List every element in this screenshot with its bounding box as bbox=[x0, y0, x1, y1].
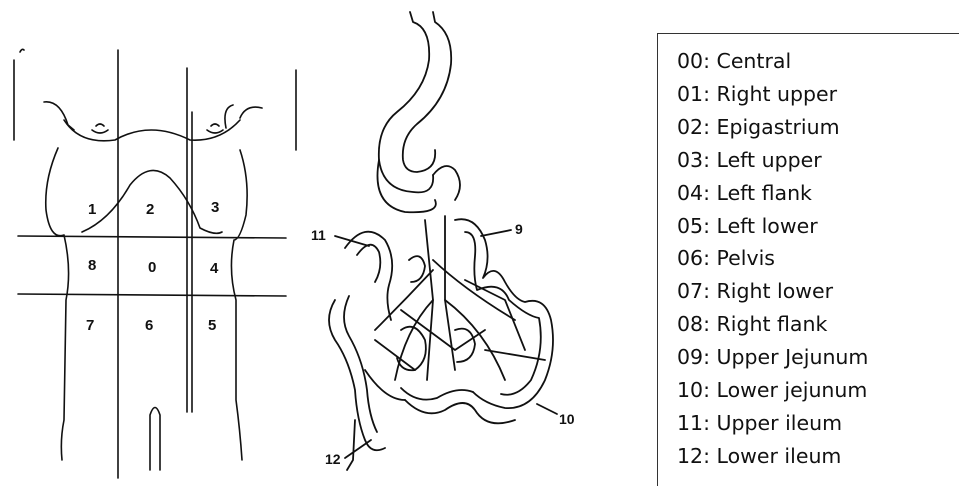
legend-item: 01: Right upper bbox=[677, 81, 838, 106]
legend-item: 08: Right flank bbox=[677, 312, 828, 337]
label-leader-line bbox=[334, 235, 370, 247]
small-intestine-diagram: 11 9 10 12 bbox=[305, 0, 605, 486]
legend-item: 00: Central bbox=[677, 49, 792, 73]
region-label: 1 bbox=[88, 201, 96, 218]
region-legend: 00: Central 01: Right upper 02: Epigastr… bbox=[657, 33, 959, 486]
legend-item: 11: Upper ileum bbox=[677, 410, 843, 435]
abdominal-regions-diagram: 1 2 3 8 0 4 7 6 5 bbox=[0, 0, 300, 486]
legend-list: 00: Central 01: Right upper 02: Epigastr… bbox=[677, 45, 868, 473]
region-label: 4 bbox=[210, 260, 219, 277]
intestine-drawing: 11 9 10 12 bbox=[311, 11, 575, 471]
region-label: 6 bbox=[145, 317, 153, 334]
legend-item: 07: Right lower bbox=[677, 279, 834, 304]
torso-drawing: 1 2 3 8 0 4 7 6 5 bbox=[13, 48, 297, 479]
intestine-label: 11 bbox=[311, 227, 326, 243]
legend-item: 09: Upper Jejunum bbox=[677, 345, 869, 370]
legend-item: 10: Lower jejunum bbox=[677, 378, 868, 403]
intestine-label: 9 bbox=[515, 221, 523, 237]
region-label: 3 bbox=[211, 199, 219, 216]
region-label: 5 bbox=[208, 317, 216, 334]
legend-item: 05: Left lower bbox=[677, 213, 818, 238]
intestine-label: 12 bbox=[325, 451, 341, 467]
region-label: 0 bbox=[148, 259, 156, 276]
legend-item: 04: Left flank bbox=[677, 180, 812, 205]
horizontal-division-line bbox=[17, 293, 287, 297]
legend-item: 12: Lower ileum bbox=[677, 443, 842, 468]
region-label: 7 bbox=[86, 317, 94, 334]
label-leader-line bbox=[536, 403, 558, 415]
legend-item: 03: Left upper bbox=[677, 147, 822, 172]
label-leader-line bbox=[344, 439, 372, 459]
label-leader-line bbox=[480, 229, 512, 237]
region-label: 8 bbox=[88, 257, 96, 274]
legend-item: 06: Pelvis bbox=[677, 246, 775, 271]
horizontal-division-line bbox=[17, 235, 287, 239]
legend-item: 02: Epigastrium bbox=[677, 114, 840, 139]
intestine-label: 10 bbox=[559, 411, 575, 427]
region-label: 2 bbox=[146, 201, 154, 218]
